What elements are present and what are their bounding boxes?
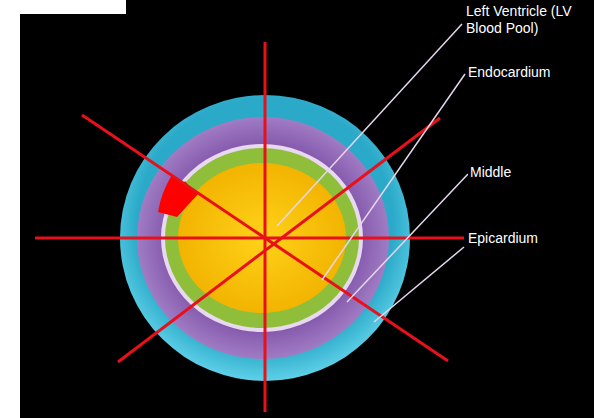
part-label: Epicardium <box>466 230 540 247</box>
leader-line <box>374 247 464 322</box>
part-label: Endocardium <box>466 64 553 81</box>
sector-line <box>118 118 440 362</box>
black-ground <box>20 0 594 418</box>
sector-line <box>82 115 448 361</box>
part-label: Middle <box>468 164 513 181</box>
sector-line <box>264 42 267 412</box>
white-strip <box>20 0 126 14</box>
sector-line <box>35 237 464 240</box>
part-label: Left Ventricle (LV Blood Pool) <box>464 3 590 37</box>
leader-lines <box>277 24 468 322</box>
leader-line <box>347 174 468 302</box>
leader-line <box>322 74 465 280</box>
leader-line <box>277 24 462 226</box>
sector-lines <box>35 42 464 412</box>
